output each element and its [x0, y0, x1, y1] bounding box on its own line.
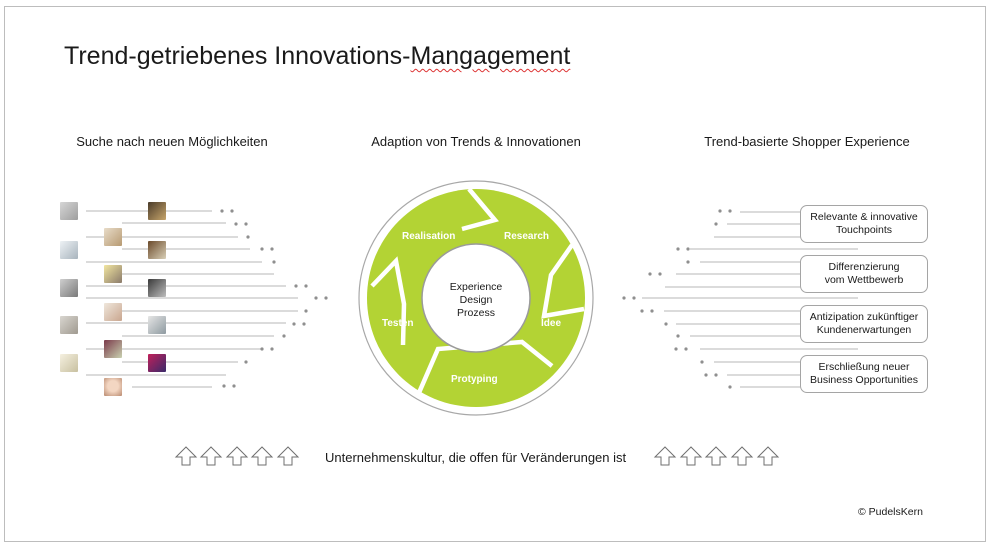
trend-thumbnail	[60, 279, 78, 297]
trend-thumbnail	[60, 316, 78, 334]
left-dots	[220, 209, 328, 388]
trend-thumbnail	[148, 354, 166, 372]
trend-thumbnail	[60, 241, 78, 259]
stage-realisation: Realisation	[402, 231, 456, 242]
innovation-cycle	[358, 180, 594, 416]
right-connector-lines	[642, 211, 858, 388]
trend-thumbnail	[104, 265, 122, 283]
center-circle	[421, 243, 531, 353]
left-column-heading: Suche nach neuen Möglichkeiten	[76, 134, 268, 149]
trend-thumbnail	[148, 241, 166, 259]
trend-thumbnail	[104, 228, 122, 246]
segment-separators	[370, 187, 585, 396]
trend-thumbnail	[148, 279, 166, 297]
trend-thumbnail	[104, 340, 122, 358]
trend-thumbnail	[60, 354, 78, 372]
cycle-center-label: Experience Design Prozess	[449, 281, 503, 319]
center-column-heading: Adaption von Trends & Innovationen	[371, 134, 581, 149]
right-dots	[622, 209, 732, 389]
stage-research: Research	[504, 231, 550, 242]
stage-testen: Testen	[382, 318, 414, 329]
stage-idee: Idee	[541, 318, 562, 329]
trend-thumbnail	[148, 316, 166, 334]
stage-prototyping: Protyping	[451, 374, 498, 385]
trend-thumbnail	[148, 202, 166, 220]
copyright: © PudelsKern	[858, 506, 923, 518]
up-arrows-left	[174, 446, 300, 466]
culture-statement: Unternehmenskultur, die offen für Veränd…	[325, 450, 627, 465]
trend-thumbnail	[104, 303, 122, 321]
page-title: Trend-getriebenes Innovations-Mangagemen…	[64, 42, 571, 70]
trend-thumbnail	[104, 378, 122, 396]
right-column-heading: Trend-basierte Shopper Experience	[704, 134, 910, 149]
up-arrows-right	[653, 446, 780, 466]
trend-thumbnail	[60, 202, 78, 220]
